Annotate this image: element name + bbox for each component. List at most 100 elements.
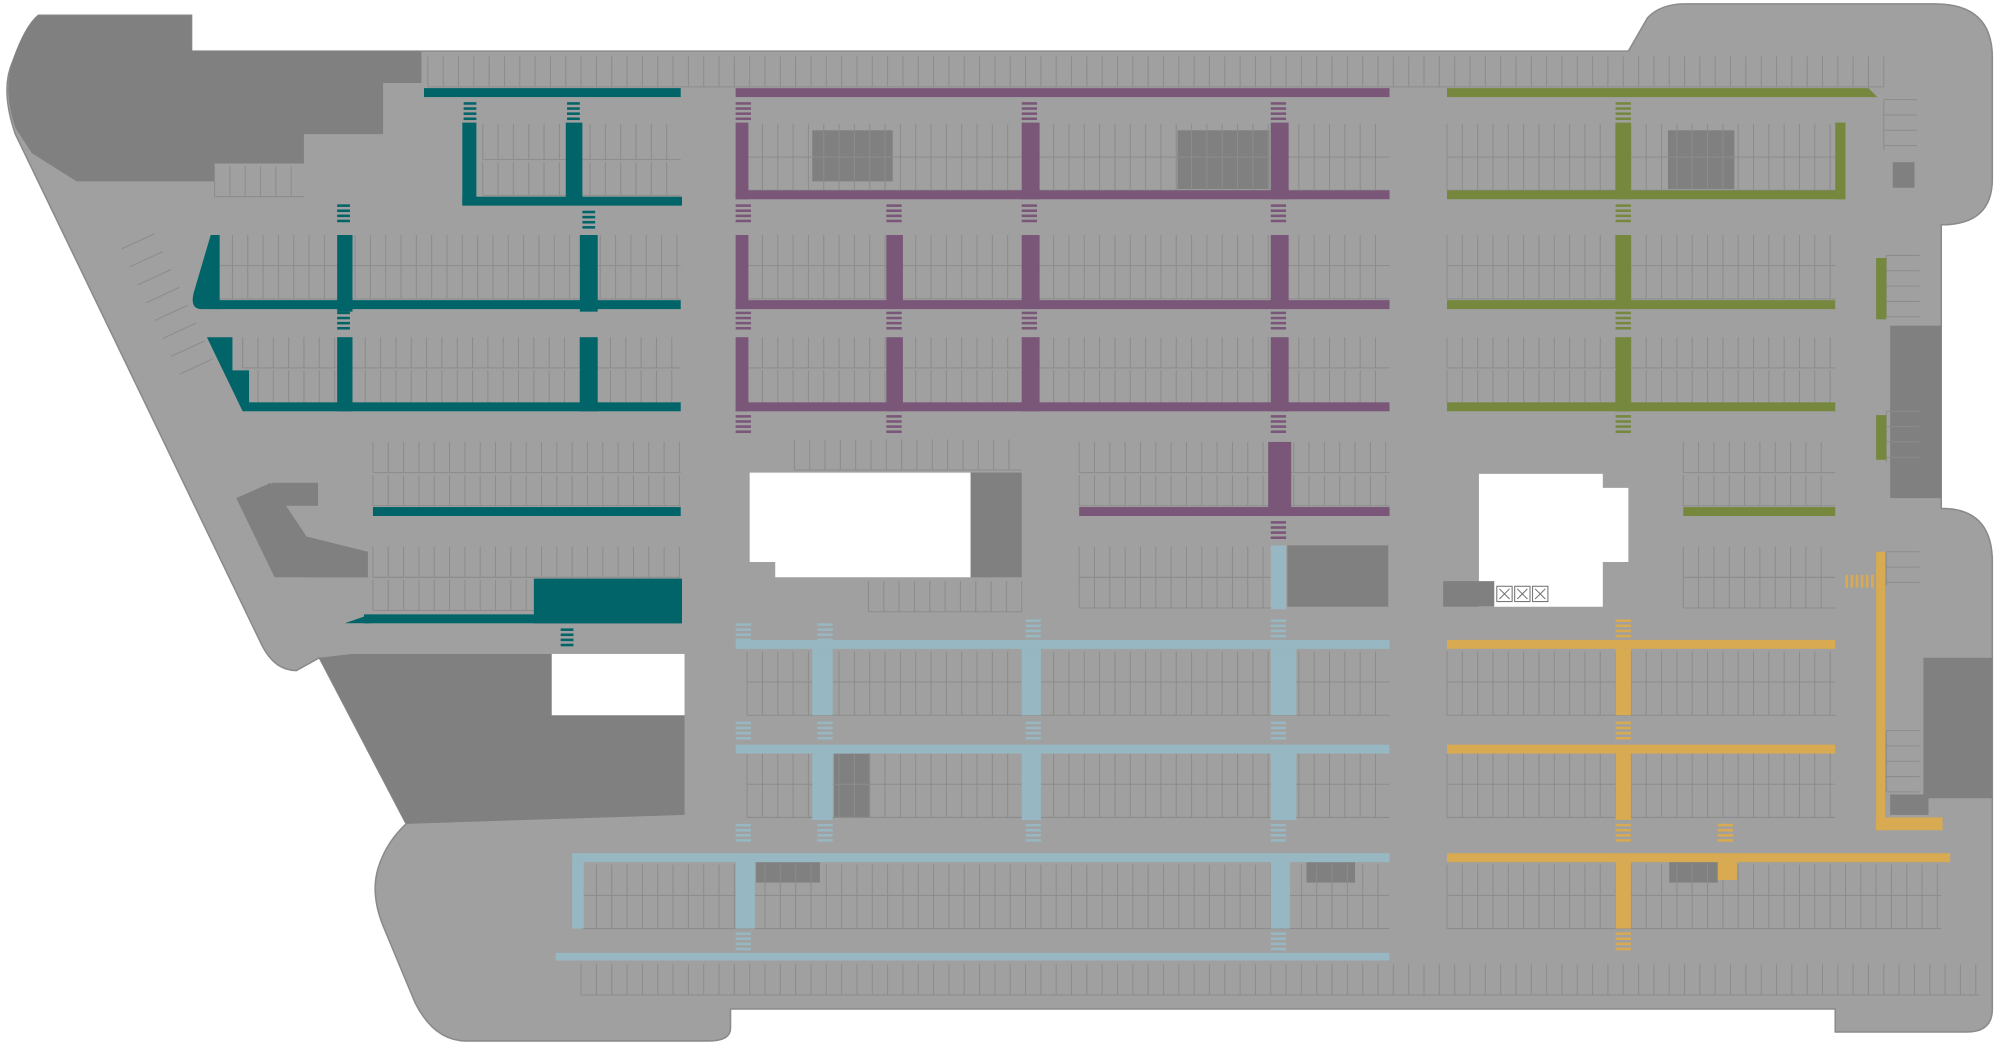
crosswalk-stripe[interactable]: [1021, 219, 1038, 223]
crosswalk-stripe[interactable]: [1021, 326, 1038, 330]
crosswalk-stripe[interactable]: [1270, 531, 1287, 534]
crosswalk-stripe[interactable]: [735, 117, 751, 121]
crosswalk-stripe[interactable]: [337, 219, 350, 223]
crosswalk-stripe[interactable]: [735, 721, 751, 725]
crosswalk-stripe[interactable]: [1270, 834, 1287, 837]
crosswalk-stripe[interactable]: [1270, 526, 1287, 529]
zone-lane[interactable]: [1717, 862, 1737, 881]
zone-olive[interactable]: [1446, 88, 1887, 517]
crosswalk-stripe[interactable]: [817, 726, 833, 730]
crosswalk-stripe[interactable]: [1615, 321, 1631, 325]
crosswalk-stripe[interactable]: [337, 326, 350, 330]
crosswalk-stripe[interactable]: [337, 311, 350, 315]
crosswalk-stripe[interactable]: [1270, 828, 1287, 832]
crosswalk-stripe[interactable]: [1615, 932, 1631, 935]
crosswalk-stripe[interactable]: [1270, 839, 1287, 842]
zone-lane[interactable]: [372, 507, 681, 517]
crosswalk-stripe[interactable]: [1717, 834, 1734, 837]
crosswalk-stripe[interactable]: [1270, 726, 1287, 730]
crosswalk-stripe[interactable]: [1270, 311, 1287, 315]
crosswalk-stripe[interactable]: [1615, 311, 1631, 315]
zone-lane[interactable]: [249, 402, 681, 412]
crosswalk-stripe[interactable]: [337, 214, 350, 218]
crosswalk-stripe[interactable]: [1021, 321, 1038, 325]
crosswalk-stripe[interactable]: [1270, 420, 1287, 423]
zone-lane[interactable]: [1835, 122, 1846, 200]
crosswalk-stripe[interactable]: [1270, 425, 1287, 428]
crosswalk-stripe[interactable]: [1717, 823, 1734, 827]
crosswalk-stripe[interactable]: [1021, 107, 1038, 110]
pay-station-icon[interactable]: [1532, 585, 1549, 603]
crosswalk-stripe[interactable]: [582, 226, 596, 229]
crosswalk-stripe[interactable]: [817, 828, 833, 832]
crosswalk-stripe[interactable]: [1025, 726, 1041, 730]
crosswalk-stripe[interactable]: [1270, 937, 1287, 941]
crosswalk-stripe[interactable]: [735, 947, 751, 951]
zone-lane[interactable]: [735, 744, 1390, 754]
crosswalk-stripe[interactable]: [886, 430, 902, 433]
crosswalk-stripe[interactable]: [1615, 726, 1631, 730]
crosswalk-stripe[interactable]: [886, 420, 902, 423]
crosswalk-stripe[interactable]: [735, 823, 751, 827]
zone-lane[interactable]: [886, 337, 903, 412]
zone-lane[interactable]: [1446, 402, 1836, 412]
crosswalk-stripe[interactable]: [1270, 316, 1287, 320]
crosswalk-stripe[interactable]: [463, 117, 477, 121]
crosswalk-stripe[interactable]: [735, 932, 751, 935]
crosswalk-stripe[interactable]: [463, 112, 477, 115]
crosswalk-stripe[interactable]: [337, 209, 350, 213]
zone-lane[interactable]: [1615, 648, 1631, 716]
zone-lane[interactable]: [1683, 507, 1836, 517]
crosswalk-stripe[interactable]: [1615, 326, 1631, 330]
crosswalk-stripe[interactable]: [1615, 942, 1631, 946]
pay-station-icon[interactable]: [1514, 585, 1531, 603]
crosswalk-stripe[interactable]: [1025, 736, 1041, 740]
crosswalk-stripe[interactable]: [886, 425, 902, 428]
crosswalk-stripe[interactable]: [1270, 536, 1287, 539]
crosswalk-stripe[interactable]: [1615, 425, 1631, 428]
crosswalk-stripe[interactable]: [1270, 736, 1287, 740]
zone-lane[interactable]: [206, 337, 250, 412]
crosswalk-stripe[interactable]: [1025, 624, 1041, 628]
crosswalk-stripe[interactable]: [1025, 834, 1041, 837]
crosswalk-stripe[interactable]: [817, 721, 833, 725]
crosswalk-stripe[interactable]: [560, 638, 574, 642]
crosswalk-stripe[interactable]: [1615, 219, 1631, 223]
zone-lane[interactable]: [572, 862, 584, 929]
crosswalk-stripe[interactable]: [337, 204, 350, 207]
zone-lane[interactable]: [1021, 337, 1040, 412]
crosswalk-stripe[interactable]: [582, 215, 596, 219]
crosswalk-stripe[interactable]: [567, 112, 580, 115]
crosswalk-stripe[interactable]: [1270, 731, 1287, 735]
zone-lane[interactable]: [735, 402, 1390, 412]
zone-lane[interactable]: [1021, 753, 1041, 820]
crosswalk-stripe[interactable]: [735, 628, 751, 631]
crosswalk-stripe[interactable]: [735, 834, 751, 837]
crosswalk-stripe[interactable]: [1615, 823, 1631, 827]
crosswalk-stripe[interactable]: [735, 214, 751, 218]
crosswalk-stripe[interactable]: [817, 736, 833, 740]
crosswalk-stripe[interactable]: [337, 321, 350, 325]
zone-lane[interactable]: [1615, 122, 1631, 200]
crosswalk-stripe[interactable]: [817, 839, 833, 842]
crosswalk-stripe[interactable]: [1615, 947, 1631, 951]
zone-lane[interactable]: [572, 853, 1390, 863]
crosswalk-stripe[interactable]: [886, 326, 902, 330]
crosswalk-stripe[interactable]: [1615, 629, 1631, 633]
zone-lane[interactable]: [555, 952, 1390, 961]
zone-lane[interactable]: [1876, 817, 1943, 831]
zone-lane[interactable]: [1615, 753, 1631, 820]
crosswalk-stripe[interactable]: [1021, 209, 1038, 213]
crosswalk-stripe[interactable]: [1021, 117, 1038, 121]
crosswalk-stripe[interactable]: [1270, 107, 1287, 110]
zone-lane[interactable]: [735, 190, 1390, 200]
crosswalk-stripe[interactable]: [1025, 839, 1041, 842]
zone-lane[interactable]: [1868, 88, 1878, 98]
zone-lane[interactable]: [1446, 300, 1836, 310]
crosswalk-stripe[interactable]: [1615, 102, 1631, 105]
zone-lane[interactable]: [735, 235, 749, 310]
crosswalk-stripe[interactable]: [735, 311, 751, 315]
crosswalk-stripe[interactable]: [1270, 209, 1287, 213]
crosswalk-stripe[interactable]: [560, 643, 574, 647]
zone-lane[interactable]: [337, 235, 353, 312]
